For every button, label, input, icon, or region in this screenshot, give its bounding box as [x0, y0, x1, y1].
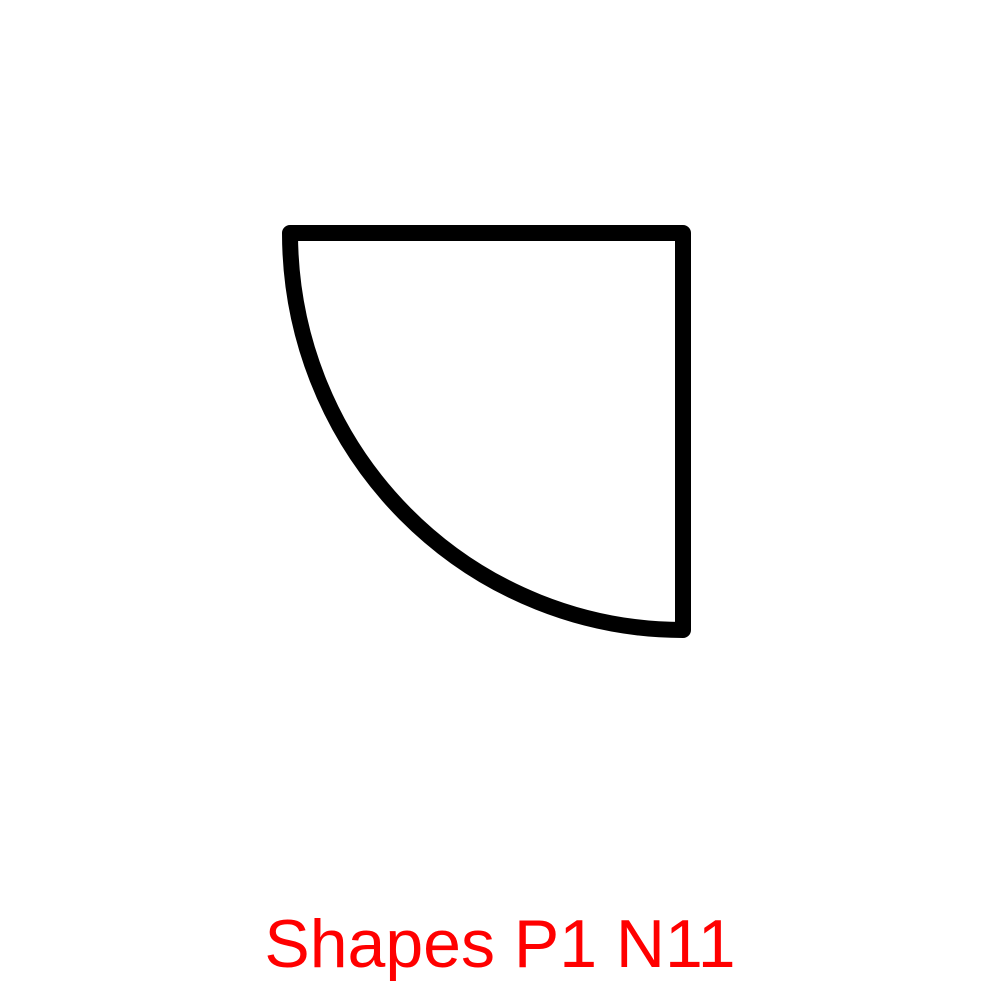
caption-label: Shapes P1 N11: [264, 906, 736, 982]
quarter-circle-shape: [282, 225, 691, 638]
